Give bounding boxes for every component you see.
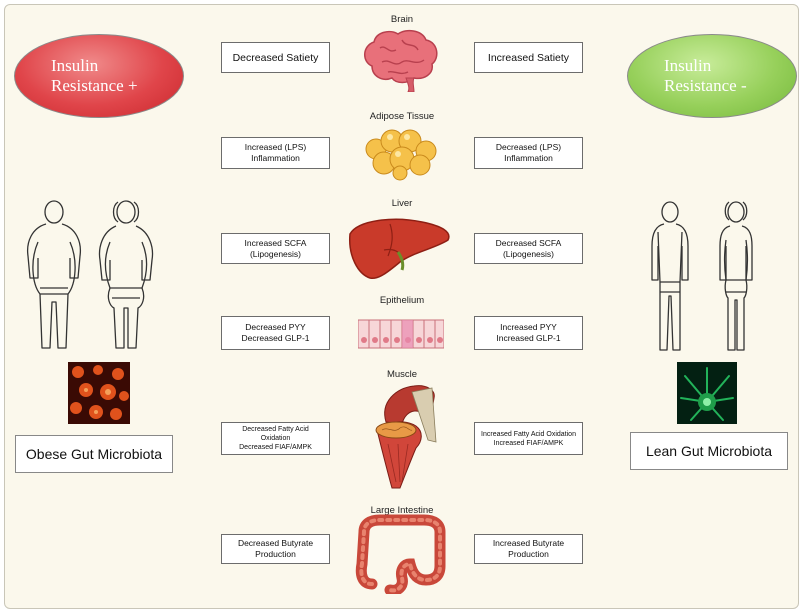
left-box-scfa: Increased SCFA (Lipogenesis): [221, 233, 330, 264]
obese-microbiota-image: [68, 362, 130, 424]
left-box-butyrate: Decreased Butyrate Production: [221, 534, 330, 564]
right-box-scfa: Decreased SCFA (Lipogenesis): [474, 233, 583, 264]
left-box-satiety: Decreased Satiety: [221, 42, 330, 73]
organ-label-muscle: Muscle: [386, 369, 418, 380]
obese-figures-icon: [26, 200, 154, 349]
organ-label-epithelium: Epithelium: [379, 295, 425, 306]
right-box-fatty-acid: Increased Fatty Acid Oxidation Increased…: [474, 422, 583, 455]
liver-icon: [349, 218, 450, 280]
organ-label-large-intestine: Large Intestine: [370, 505, 434, 516]
adipose-tissue-icon: [365, 129, 437, 181]
organ-label-brain: Brain: [390, 14, 414, 25]
large-intestine-icon: [355, 514, 446, 594]
epithelium-icon: [358, 319, 444, 349]
obese-gut-microbiota-label: Obese Gut Microbiota: [15, 435, 173, 473]
insulin-resistance-positive-oval: Insulin Resistance +: [14, 34, 184, 118]
right-box-pyy-glp1: Increased PYY Increased GLP-1: [474, 316, 583, 350]
insulin-resistance-negative-oval: Insulin Resistance -: [627, 34, 797, 118]
lean-figures-icon: [651, 201, 753, 351]
lean-gut-microbiota-label: Lean Gut Microbiota: [630, 432, 788, 470]
muscle-icon: [375, 385, 437, 489]
left-box-pyy-glp1: Decreased PYY Decreased GLP-1: [221, 316, 330, 350]
brain-icon: [364, 29, 438, 92]
lean-microbiota-image: [677, 362, 737, 424]
organ-label-liver: Liver: [391, 198, 413, 209]
organ-label-adipose: Adipose Tissue: [369, 111, 435, 122]
right-box-butyrate: Increased Butyrate Production: [474, 534, 583, 564]
left-box-inflammation: Increased (LPS) Inflammation: [221, 137, 330, 169]
left-box-fatty-acid: Decreased Fatty Acid Oxidation Decreased…: [221, 422, 330, 455]
right-box-inflammation: Decreased (LPS) Inflammation: [474, 137, 583, 169]
right-box-satiety: Increased Satiety: [474, 42, 583, 73]
